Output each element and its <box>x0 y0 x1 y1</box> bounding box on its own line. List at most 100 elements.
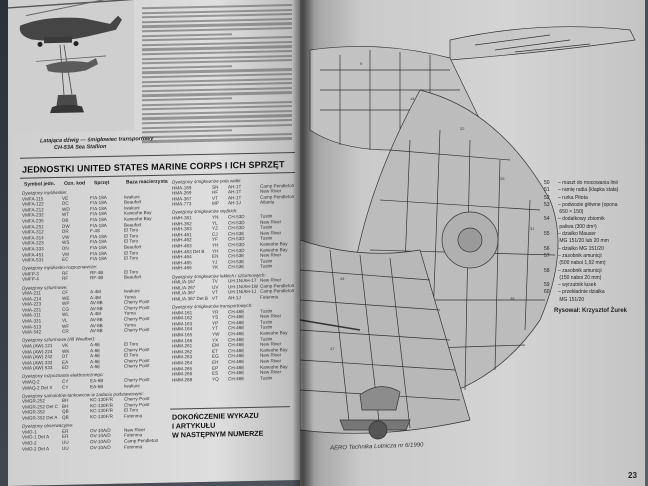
legend-number: 50 <box>544 180 550 186</box>
legend-item: paliwa (300 dm³) <box>544 224 618 231</box>
legend-item: 50– maszt do mocowania linii <box>544 180 618 187</box>
legend-text: – dodatkowy zbiornik <box>558 216 605 223</box>
table-cell: Beaufort <box>124 274 142 280</box>
legend-item: 55– działko Mauser <box>544 231 618 238</box>
legend-number: 55 <box>544 231 550 238</box>
table-cell: YH <box>212 242 219 248</box>
legend-item: 51– ramię radia (klapka stała) <box>544 187 618 194</box>
svg-text:22: 22 <box>460 126 465 131</box>
table-cell: AH-1J <box>228 294 241 301</box>
table-cell: CJ <box>212 231 218 237</box>
table-cell: YS <box>212 314 219 320</box>
table-cell: Iwakuni <box>124 382 140 389</box>
legend-number: 60 <box>544 289 550 296</box>
svg-text:31: 31 <box>530 226 535 231</box>
table-cell: CY <box>62 384 69 390</box>
col-header-symbol: Symbol jedn. <box>24 181 56 188</box>
table-cell: OV-10A/D <box>90 444 111 450</box>
body-text-line <box>142 27 292 33</box>
legend-item: (500 naboi 1,92 mm) <box>544 260 618 267</box>
legend-text: – zasobnik amunicji <box>558 252 602 259</box>
body-text-line <box>142 59 292 65</box>
table-cell: RF-4B <box>90 275 104 281</box>
table-cell: El Toro <box>124 255 139 261</box>
table-cell: AH-1J <box>228 200 241 206</box>
table-cell: EG <box>212 353 219 360</box>
table-cell: YQ <box>212 376 219 382</box>
legend-item: 60– przekładnie działka <box>544 289 618 296</box>
svg-text:25: 25 <box>500 176 505 181</box>
table-cell: Futenma <box>124 443 143 450</box>
legend-text: – ramię radia (klapka stała) <box>558 187 619 194</box>
svg-text:14: 14 <box>410 96 415 101</box>
table-cell: YL <box>212 220 218 226</box>
table-cell: EP <box>212 365 219 371</box>
table-cell: YP <box>212 320 219 326</box>
legend-item: MG 151/20 <box>544 297 618 304</box>
table-cell: Futenma <box>124 413 143 419</box>
legend-number: 52 <box>544 194 550 201</box>
table-cell: YH <box>212 248 219 254</box>
table-cell: A-6E <box>90 364 101 370</box>
table-cell: YT <box>212 325 218 332</box>
table-cell: AV-8B <box>90 328 103 334</box>
body-text-line <box>142 123 292 129</box>
photo-caption-line-2: CH-53A Sea Stallion <box>54 143 107 152</box>
legend-item: 650 × 150) <box>544 209 618 216</box>
legend-number: 54 <box>544 216 550 223</box>
legend-text: (500 naboi 1,92 mm) <box>558 260 606 267</box>
page-number: 23 <box>628 471 637 480</box>
book-gutter-shadow <box>292 0 314 486</box>
legend-text: paliwa (300 dm³) <box>558 223 597 230</box>
table-cell: RF <box>62 276 69 282</box>
legend-item: 52– rurka Pitota <box>544 195 618 202</box>
body-text-line <box>142 32 232 37</box>
table-cell: VMAQ-2 Det X <box>22 384 53 391</box>
svg-text:38: 38 <box>510 296 515 301</box>
legend-text: – zasobnik amunicji <box>558 267 602 274</box>
closing-note-line-3: W NASTĘPNYM NUMERZE <box>172 428 264 440</box>
table-cell: Cherry Point <box>124 363 150 369</box>
table-cell: VMO-2 Det A <box>22 445 50 452</box>
table-cell: F/A-18A <box>90 256 107 262</box>
legend-number: 53 <box>544 201 550 208</box>
legend-item: 54 – dodatkowy zbiornik <box>544 216 618 223</box>
legend-number: 56 <box>544 245 550 252</box>
table-cell: YN <box>212 214 219 220</box>
legend-item: 57– zasobnik amunicji <box>544 253 618 260</box>
svg-text:44: 44 <box>340 276 345 281</box>
table-cell: CR <box>62 328 69 335</box>
table-cell: HMA-773 <box>172 201 192 207</box>
legend-number: 58 <box>544 267 550 274</box>
table-cell: CH-53E <box>228 264 245 270</box>
table-cell: EH <box>212 359 219 365</box>
ch53-helicopter-image <box>8 0 135 134</box>
legend-text: MG 151/20 lub 20 mm <box>558 238 609 245</box>
legend-text: – wyrzutnik łusek <box>558 282 597 289</box>
legend-text: 650 × 150) <box>558 209 584 216</box>
legend-item: 59– wyrzutnik łusek <box>544 282 618 289</box>
table-cell: HF <box>212 189 219 195</box>
table-cell: UU <box>62 445 69 451</box>
table-cell: HML/A-367 Det B <box>172 295 208 302</box>
body-text-line <box>142 65 232 70</box>
table-cell: VT <box>212 195 218 201</box>
closing-note: DOKOŃCZENIE WYKAZU I ARTYKUŁU W NASTĘPNY… <box>172 410 292 440</box>
table-cell: KC-130F/R <box>90 413 113 420</box>
legend-item: 58 – zasobnik amunicji <box>544 268 618 275</box>
drawn-by-credit: Rysował: Krzysztof Żurek <box>554 308 628 314</box>
table-cell: HMM-268 <box>172 376 193 383</box>
table-cell: Cherry Point <box>124 327 150 333</box>
table-cell: VMFP-4 <box>22 276 39 283</box>
table-cell: HMH-466 <box>172 265 192 271</box>
left-page: Latająca dźwig — śmigłowiec transportowy… <box>8 0 308 486</box>
legend-item: (150 naboi 20 mm) <box>544 275 618 282</box>
table-cell: YZ <box>212 225 218 231</box>
body-text-line <box>142 137 292 143</box>
closing-rule <box>170 406 290 410</box>
table-cell: YX <box>212 337 219 343</box>
